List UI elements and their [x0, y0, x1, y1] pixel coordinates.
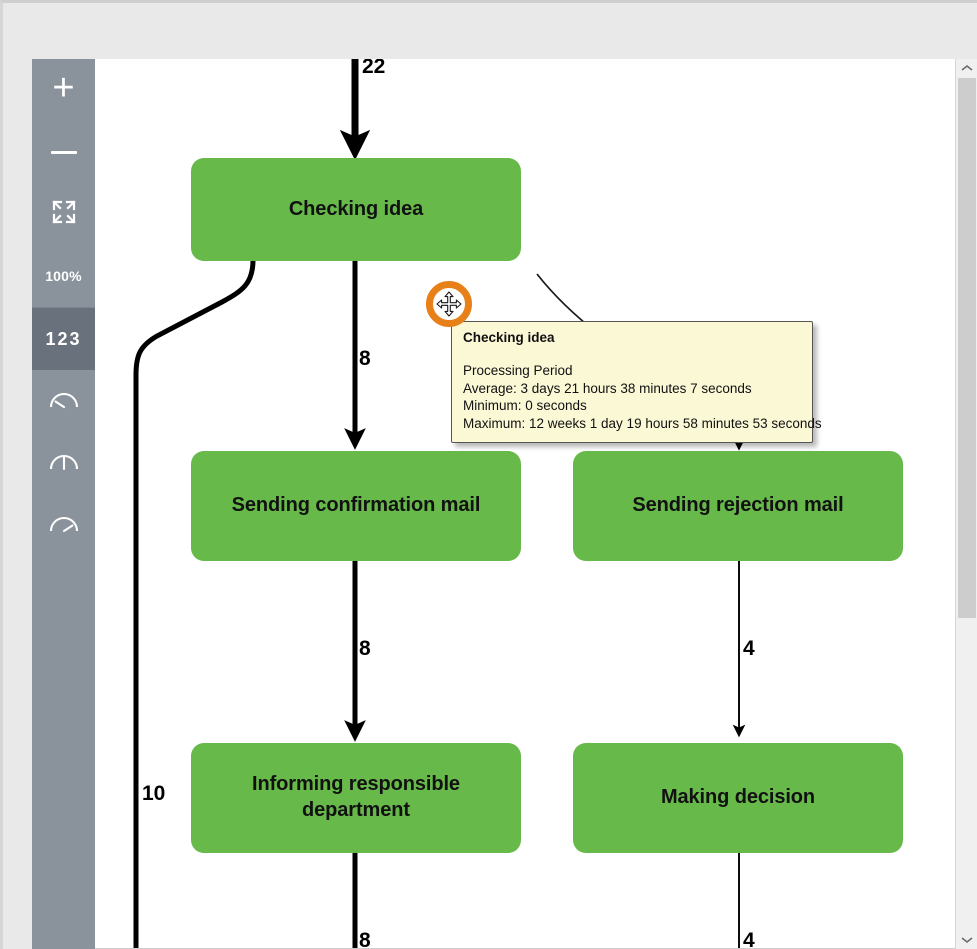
scroll-up-arrow-button[interactable] [956, 59, 977, 77]
node-label: Informing responsible department [252, 773, 460, 821]
edge-label-checking-to-confirmation: 8 [359, 347, 371, 370]
tooltip-title: Checking idea [463, 330, 555, 345]
tooltip-section: Processing Period [463, 363, 573, 378]
scrollbar-thumb[interactable] [958, 78, 976, 618]
zoom-level-label: 100% [45, 268, 82, 284]
edge-label-rejection-to-decision: 4 [743, 637, 755, 660]
node-label: Making decision [660, 786, 816, 809]
edge-checking-loopback [133, 259, 256, 948]
node-label: Sending rejection mail [632, 494, 844, 517]
edge-label-informing-out: 8 [359, 929, 371, 949]
diagram-canvas-viewport[interactable]: Checking idea Sending confirmation mail … [32, 59, 977, 949]
chevron-down-icon [961, 931, 973, 949]
canvas-toolbar[interactable]: + [32, 59, 95, 949]
node-sending-confirmation-mail[interactable]: Sending confirmation mail [191, 451, 521, 561]
edge-label-incoming: 22 [362, 59, 386, 78]
node-informing-responsible-department[interactable]: Informing responsible department [191, 743, 521, 853]
plus-icon: + [52, 67, 75, 109]
gauge-high-button[interactable] [32, 494, 95, 556]
fit-screen-icon [51, 199, 77, 230]
tooltip-average: Average: 3 days 21 hours 38 minutes 7 se… [463, 380, 752, 396]
move-cursor-icon [436, 291, 462, 317]
cursor-highlight-ring [426, 281, 472, 327]
tooltip-maximum: Maximum: 12 weeks 1 day 19 hours 58 minu… [463, 416, 822, 432]
node-tooltip: Checking idea Processing Period Average:… [451, 321, 822, 443]
counts-button[interactable]: 123 [32, 308, 95, 370]
vertical-scrollbar[interactable] [955, 59, 977, 949]
gauge-low-icon [48, 388, 80, 415]
numbers-icon: 123 [45, 328, 82, 349]
node-label: Checking idea [288, 197, 424, 220]
node-sending-rejection-mail[interactable]: Sending rejection mail [573, 451, 903, 561]
zoom-out-button[interactable] [32, 121, 95, 183]
tooltip-minimum: Minimum: 0 seconds [463, 398, 587, 414]
gauge-high-icon [48, 512, 80, 539]
diagram-edges [133, 59, 746, 948]
zoom-in-button[interactable]: + [32, 59, 95, 121]
scroll-down-arrow-button[interactable] [956, 931, 977, 949]
zoom-level-button[interactable]: 100% [32, 245, 95, 307]
gauge-mid-button[interactable] [32, 432, 95, 494]
chevron-up-icon [961, 59, 973, 77]
node-making-decision[interactable]: Making decision [573, 743, 903, 853]
node-checking-idea[interactable]: Checking idea [191, 158, 521, 261]
gauge-low-button[interactable] [32, 370, 95, 432]
diagram-canvas[interactable]: Checking idea Sending confirmation mail … [32, 59, 950, 949]
node-label: Sending confirmation mail [231, 494, 481, 517]
edge-label-confirmation-to-informing: 8 [359, 637, 371, 660]
edge-label-loopback: 10 [142, 782, 166, 805]
edge-label-decision-out: 4 [743, 929, 755, 949]
fit-screen-button[interactable] [32, 183, 95, 245]
minus-icon [50, 150, 77, 154]
gauge-mid-icon [48, 450, 80, 477]
